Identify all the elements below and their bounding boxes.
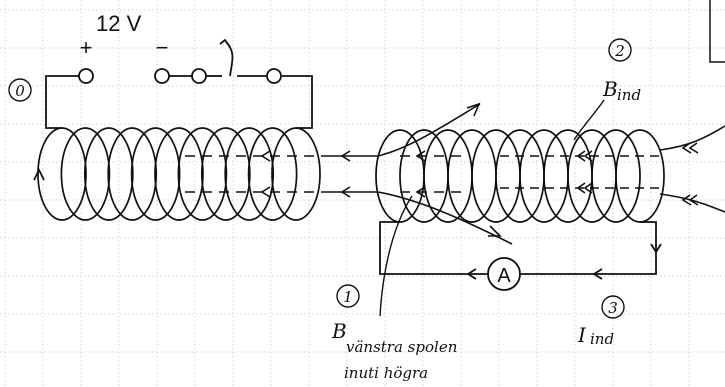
- svg-text:2: 2: [614, 42, 625, 60]
- svg-text:vänstra spolen: vänstra spolen: [346, 338, 457, 356]
- terminals: [78, 68, 282, 84]
- switch-terminal-left: [191, 68, 207, 84]
- svg-text:B: B: [602, 77, 618, 101]
- marker-2: 2: [608, 38, 632, 62]
- coil-turn: [83, 127, 134, 221]
- svg-text:ind: ind: [590, 330, 614, 348]
- right-coil-field-lines: [377, 102, 725, 245]
- right-circuit: [379, 221, 662, 280]
- coil-turn: [247, 127, 298, 221]
- plus-sign: +: [80, 35, 93, 60]
- coil-turn: [271, 127, 321, 221]
- coil-turn: [60, 127, 111, 221]
- voltage-label: 12 V: [96, 11, 142, 36]
- b-left-coil-label: B vänstra spolen inuti högra: [331, 319, 457, 382]
- left-coil-field-lines: [185, 150, 330, 198]
- coil-turn: [591, 129, 641, 223]
- switch-terminal-right: [266, 68, 282, 84]
- marker-1: 1: [336, 284, 360, 308]
- svg-text:ind: ind: [617, 86, 641, 104]
- edge-box-fragment: [709, 0, 725, 63]
- i-ind-label: I ind: [577, 323, 614, 348]
- svg-text:0: 0: [15, 82, 25, 100]
- marker-0: 0: [8, 78, 32, 102]
- svg-text:I: I: [577, 323, 587, 347]
- gap-field-lines: [330, 150, 378, 198]
- svg-text:1: 1: [343, 288, 353, 306]
- left-coil: [37, 127, 321, 221]
- ammeter-label: A: [497, 265, 511, 287]
- svg-text:3: 3: [608, 299, 618, 317]
- pointer-lines: [379, 99, 605, 317]
- svg-text:B: B: [331, 319, 347, 343]
- svg-text:inuti högra: inuti högra: [344, 364, 428, 382]
- coil-turn: [154, 127, 204, 221]
- coil-turn: [107, 127, 158, 221]
- negative-terminal: [154, 68, 170, 84]
- left-coil-current-arrow: [33, 167, 45, 181]
- marker-3: 3: [601, 295, 625, 319]
- right-coil: [375, 129, 665, 223]
- positive-terminal: [78, 68, 94, 84]
- coil-turn: [200, 127, 251, 221]
- coil-turn: [224, 127, 275, 221]
- ammeter: A: [487, 257, 521, 291]
- coil-turn: [177, 127, 228, 221]
- left-circuit: [45, 38, 313, 129]
- minus-sign: −: [156, 35, 169, 60]
- coil-turn: [130, 127, 181, 221]
- b-ind-label: B ind: [602, 77, 641, 104]
